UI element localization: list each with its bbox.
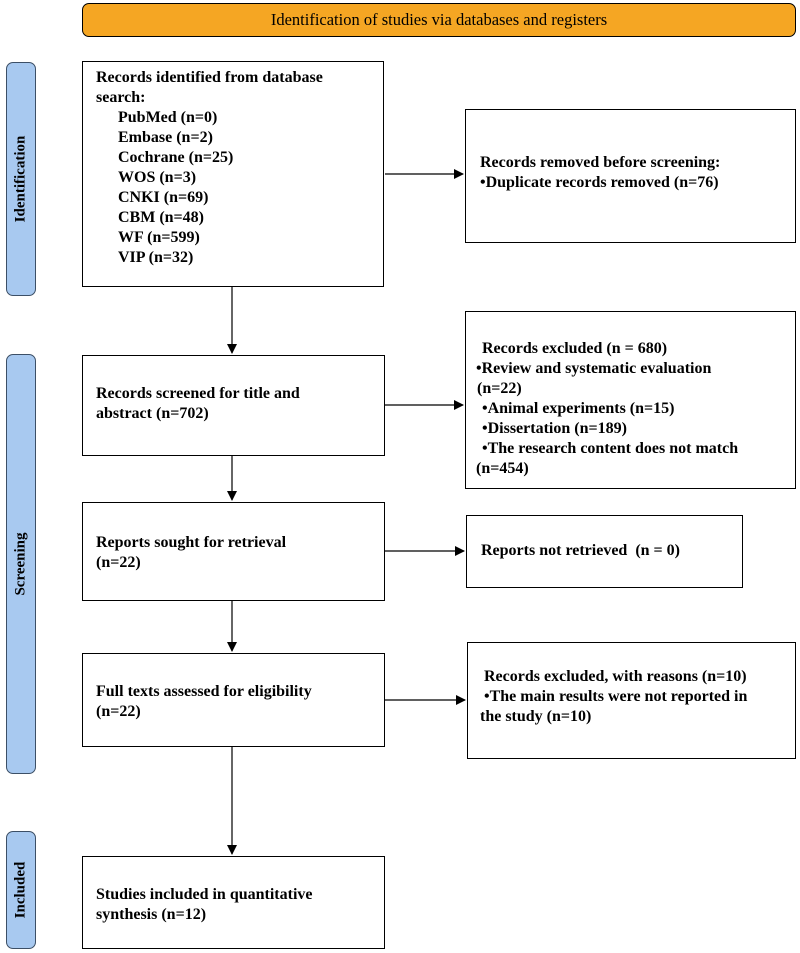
reasons-title: Records excluded, with reasons (n=10) (484, 668, 747, 685)
source-cochrane: Cochrane (n=25) (118, 149, 234, 166)
reasons-item: •The main results were not reported in (484, 688, 748, 705)
removed-title: Records removed before screening: (480, 154, 721, 171)
reports-not-retrieved-box: Reports not retrieved (n = 0) (466, 515, 743, 588)
full-texts-assessed-box: Full texts assessed for eligibility (n=2… (82, 653, 385, 747)
excluded-title: Records excluded (n = 680) (482, 340, 668, 357)
phase-included: Included (6, 831, 36, 949)
source-pubmed: PubMed (n=0) (118, 109, 218, 126)
identified-heading-1: Records identified from database (96, 69, 323, 86)
removed-item: •Duplicate records removed (n=76) (480, 174, 719, 191)
records-removed-box: Records removed before screening: •Dupli… (465, 109, 796, 243)
phase-screening: Screening (6, 354, 36, 774)
header-banner: Identification of studies via databases … (82, 3, 796, 37)
sought-line-1: Reports sought for retrieval (96, 534, 287, 551)
studies-included-box: Studies included in quantitative synthes… (82, 856, 385, 949)
excluded-with-reasons-box: Records excluded, with reasons (n=10) •T… (467, 642, 796, 759)
excluded-review: •Review and systematic evaluation (476, 360, 712, 377)
source-embase: Embase (n=2) (118, 129, 213, 146)
records-screened-box: Records screened for title and abstract … (82, 355, 385, 456)
assessed-line-1: Full texts assessed for eligibility (96, 683, 312, 700)
not-retrieved-text: Reports not retrieved (n = 0) (481, 542, 680, 559)
source-cnki: CNKI (n=69) (118, 189, 209, 206)
header-title: Identification of studies via databases … (270, 10, 608, 29)
records-excluded-box: Records excluded (n = 680) •Review and s… (465, 311, 796, 489)
phase-identification: Identification (6, 62, 36, 296)
screened-line-1: Records screened for title and (96, 385, 300, 402)
excluded-animal: •Animal experiments (n=15) (482, 400, 675, 417)
excluded-mismatch-count: (n=454) (476, 460, 529, 477)
records-identified-box: Records identified from database search:… (82, 61, 384, 287)
included-line-1: Studies included in quantitative (96, 886, 313, 903)
source-vip: VIP (n=32) (118, 249, 194, 266)
excluded-content-mismatch: •The research content does not match (482, 440, 739, 457)
reports-sought-box: Reports sought for retrieval (n=22) (82, 502, 385, 601)
source-wf: WF (n=599) (118, 229, 200, 246)
excluded-dissertation: •Dissertation (n=189) (482, 420, 627, 437)
reasons-item-count: the study (n=10) (480, 708, 592, 725)
assessed-line-2: (n=22) (96, 703, 141, 720)
screened-line-2: abstract (n=702) (96, 405, 209, 422)
included-line-2: synthesis (n=12) (96, 906, 207, 923)
sought-line-2: (n=22) (96, 554, 141, 571)
source-cbm: CBM (n=48) (118, 209, 204, 226)
identified-heading-2: search: (96, 89, 146, 106)
excluded-review-count: (n=22) (477, 380, 522, 397)
source-wos: WOS (n=3) (118, 169, 197, 186)
